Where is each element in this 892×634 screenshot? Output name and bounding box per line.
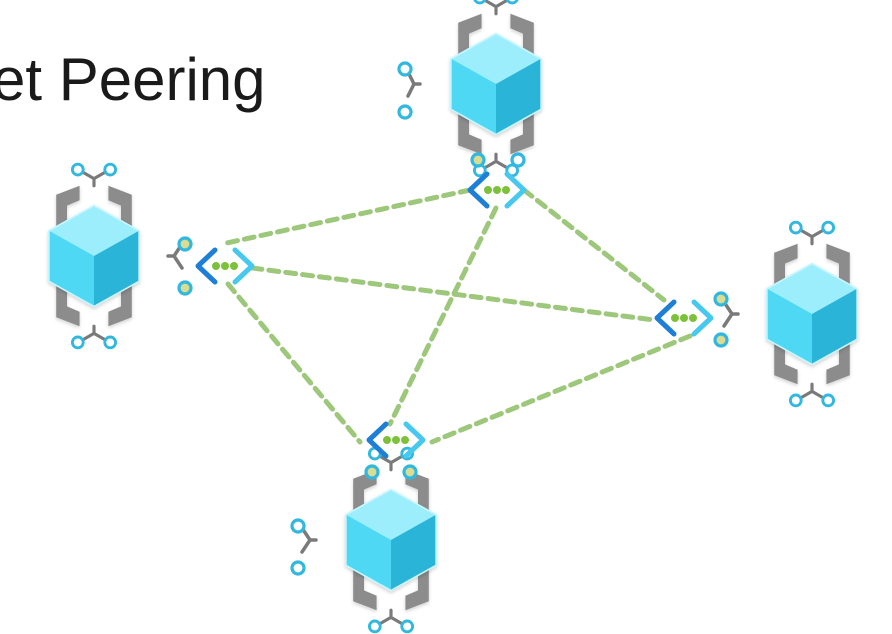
peering-line-left-right bbox=[249, 265, 657, 323]
peering-gateway-icon bbox=[198, 250, 252, 282]
peering-line-right-bottom bbox=[429, 333, 693, 445]
virtual-network-cube-icon bbox=[451, 0, 541, 176]
connector-left-icon bbox=[713, 291, 740, 348]
peering-gateway-icon bbox=[657, 302, 711, 334]
virtual-network-cube-icon bbox=[767, 222, 857, 406]
connector-left-icon bbox=[397, 61, 422, 120]
vnet-right bbox=[657, 222, 857, 406]
peering-line-top-right bbox=[521, 187, 667, 303]
connector-left-icon bbox=[290, 518, 318, 576]
vnet-left bbox=[49, 164, 252, 348]
virtual-network-cube-icon bbox=[49, 164, 139, 348]
virtual-network-cube-icon bbox=[346, 448, 436, 632]
slide-title: et Peering bbox=[0, 46, 266, 113]
vnet-bottom bbox=[290, 424, 436, 632]
connector-bottom-icon bbox=[470, 152, 526, 168]
connector-top-icon bbox=[364, 464, 418, 480]
vnet-top bbox=[397, 0, 541, 206]
connector-right-icon bbox=[166, 236, 193, 296]
peering-line-top-left bbox=[219, 187, 473, 247]
peering-line-top-bottom bbox=[387, 205, 499, 427]
peering-lines bbox=[219, 187, 693, 445]
peering-gateway-icon bbox=[470, 174, 524, 206]
peering-line-left-bottom bbox=[225, 281, 363, 445]
